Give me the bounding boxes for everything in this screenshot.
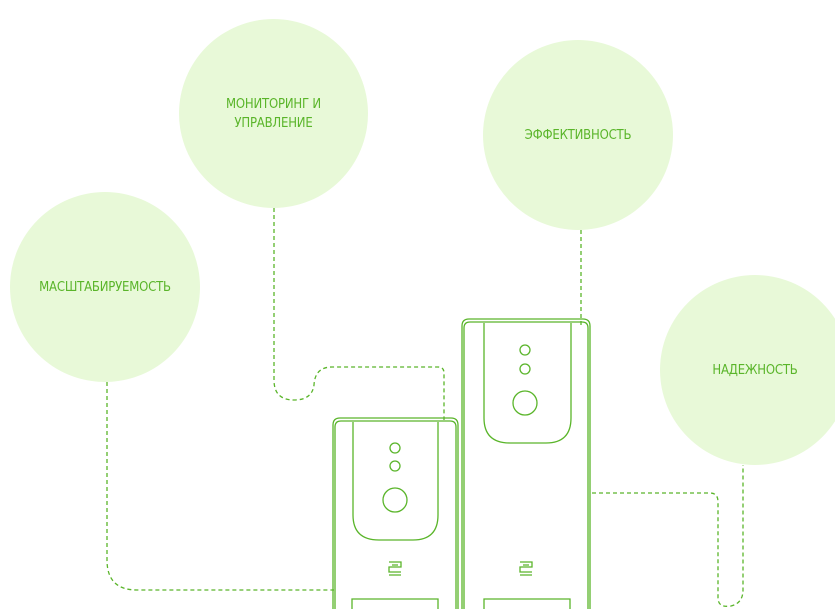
connector-reliability	[592, 465, 744, 607]
bottom-panel	[351, 598, 439, 609]
feature-bubble-efficiency: ЭФФЕКТИВНОСТЬ	[483, 40, 673, 230]
brand-logo-icon	[519, 561, 533, 576]
indicator-led-bottom	[519, 363, 531, 375]
ups-unit-small	[332, 417, 459, 609]
feature-label-reliability: НАДЕЖНОСТЬ	[712, 362, 798, 378]
feature-label-efficiency: ЭФФЕКТИВНОСТЬ	[524, 127, 632, 143]
feature-label-scalability: МАСШТАБИРУЕМОСТЬ	[39, 279, 171, 295]
power-button-icon	[382, 487, 408, 513]
connector-monitoring	[273, 208, 445, 420]
ups-unit-large	[461, 318, 591, 609]
indicator-led-top	[389, 442, 401, 454]
feature-bubble-reliability: НАДЕЖНОСТЬ	[660, 275, 835, 465]
power-button-icon	[512, 390, 538, 416]
feature-bubble-monitoring: МОНИТОРИНГ И УПРАВЛЕНИЕ	[179, 19, 368, 208]
feature-bubble-scalability: МАСШТАБИРУЕМОСТЬ	[10, 192, 200, 382]
front-panel	[352, 422, 439, 541]
bottom-panel	[483, 598, 571, 609]
indicator-led-bottom	[389, 460, 401, 472]
connector-scalability	[106, 382, 334, 591]
feature-label-monitoring: МОНИТОРИНГ И УПРАВЛЕНИЕ	[226, 96, 321, 131]
brand-logo-icon	[388, 561, 402, 576]
front-panel	[483, 323, 572, 444]
indicator-led-top	[519, 344, 531, 356]
